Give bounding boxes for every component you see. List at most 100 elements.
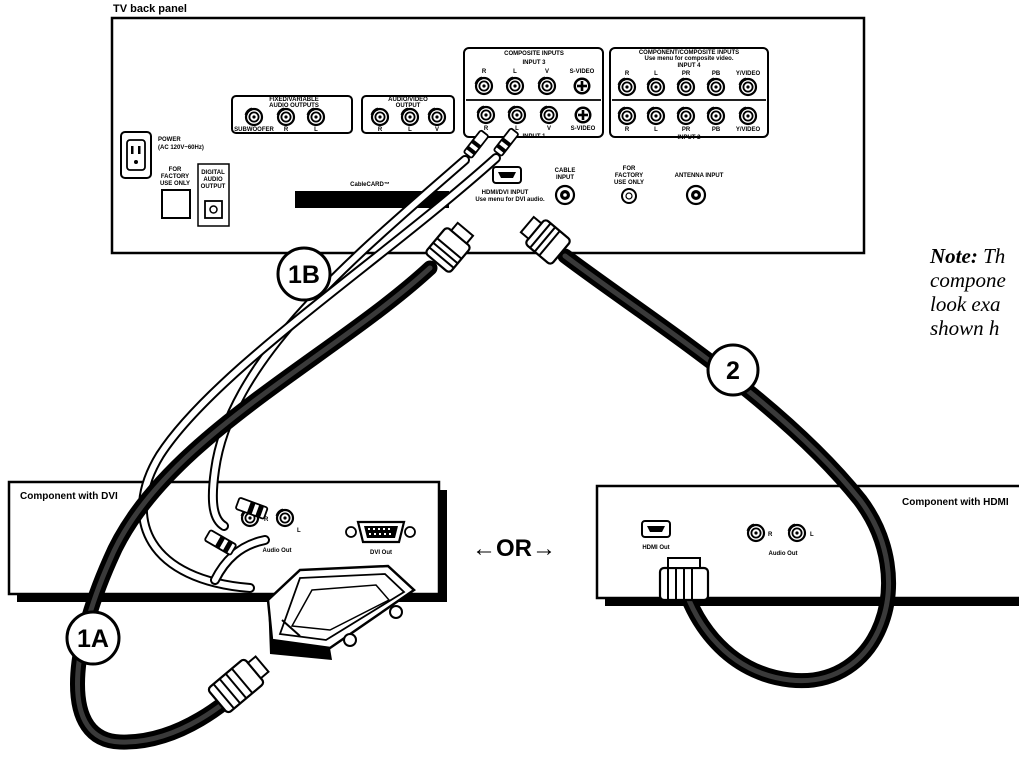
input1-title: INPUT 1: [522, 134, 546, 140]
input4-label-pr: PR: [682, 71, 691, 77]
input2-label-pr: PR: [682, 127, 691, 133]
input3-label-v: V: [545, 69, 549, 75]
input2-l-jack: [646, 106, 666, 126]
input3-label-l: L: [513, 69, 517, 75]
input1-v-jack: [539, 105, 559, 125]
input3-svideo-jack: [573, 77, 591, 95]
fixed-audio-line1: FIXED/VARIABLE: [269, 97, 319, 103]
callout-1a: 1A: [65, 610, 121, 666]
hdmi-dvi-label-2: Use menu for DVI audio.: [475, 197, 545, 203]
note-line-4: shown h: [930, 316, 1000, 340]
svg-text:1B: 1B: [288, 261, 320, 289]
hdmi-out-label: HDMI Out: [642, 545, 669, 551]
input1-l-jack: [507, 105, 527, 125]
note-line-2: compone: [930, 268, 1006, 292]
factory-port-2: [621, 188, 637, 204]
input3-r-jack: [474, 76, 494, 96]
factory2-line3: USE ONLY: [614, 180, 644, 186]
cablecard-label: CableCARD™: [350, 181, 390, 188]
fixed-label-r: R: [284, 127, 289, 133]
av-label-v: V: [435, 127, 439, 133]
tv-panel-title: TV back panel: [113, 3, 187, 15]
input2-pb-jack: [706, 106, 726, 126]
hdmi-to-dvi-adapter: [266, 564, 416, 660]
fixed-audio-line2: AUDIO OUTPUTS: [269, 103, 319, 109]
fixed-label-l: L: [314, 127, 318, 133]
input2-label-r: R: [625, 127, 630, 133]
input3-l-jack: [505, 76, 525, 96]
input4-y-jack: [738, 77, 758, 97]
input2-title: INPUT 2: [677, 135, 701, 141]
input4-label-pb: PB: [712, 71, 721, 77]
digital-audio-line3: OUTPUT: [201, 184, 226, 190]
hdmi-component-l-jack: [787, 523, 807, 543]
hdmi-plug-tv-1a: [425, 221, 475, 273]
note-line-1: Th: [983, 244, 1006, 268]
hdmi-component-r-jack: [746, 523, 766, 543]
av-output-line2: OUTPUT: [396, 103, 421, 109]
dvi-out-label: DVI Out: [370, 550, 392, 556]
input4-label-r: R: [625, 71, 630, 77]
input1-svideo-jack: [574, 106, 592, 124]
input2-label-y: Y/VIDEO: [736, 127, 761, 133]
hdmi-plug-1a-end: [207, 655, 270, 714]
subwoofer-jack: [244, 107, 264, 127]
factory1-line3: USE ONLY: [160, 181, 190, 187]
component-title: COMPONENT/COMPOSITE INPUTS: [639, 50, 739, 56]
rca-plug-component-r: [204, 529, 237, 556]
cable-input-jack: [554, 184, 576, 206]
av-label-l: L: [408, 127, 412, 133]
callout-1b: 1B: [276, 246, 332, 302]
input1-r-jack: [476, 105, 496, 125]
hdmi-component-l-label: L: [810, 532, 814, 538]
dvi-component-title: Component with DVI: [20, 491, 118, 502]
factory2-line1: FOR: [623, 166, 636, 172]
input4-pb-jack: [706, 77, 726, 97]
component-subtitle: Use menu for composite video.: [644, 56, 733, 62]
rca-plug-tv-l: [493, 127, 519, 157]
av-label-r: R: [378, 127, 383, 133]
cable-input-line1: CABLE: [555, 168, 576, 174]
input2-label-pb: PB: [712, 127, 721, 133]
input3-label-r: R: [482, 69, 487, 75]
audio-cable-1b: [138, 153, 501, 593]
hdmi-plug-tv-2: [519, 215, 571, 265]
digital-audio-line2: AUDIO: [203, 177, 223, 183]
input1-label-v: V: [547, 126, 551, 132]
optical-port: [204, 200, 223, 219]
input1-label-svideo: S-VIDEO: [571, 126, 596, 132]
hdmi-component-r-label: R: [768, 532, 773, 538]
fixed-label-sub: SUBWOOFER: [234, 127, 274, 133]
factory-port-1: [161, 189, 191, 219]
dvi-component-l-label: L: [297, 528, 301, 534]
av-v-jack: [427, 107, 447, 127]
svg-text:2: 2: [726, 357, 740, 385]
input3-label-svideo: S-VIDEO: [570, 69, 595, 75]
input2-pr-jack: [676, 106, 696, 126]
note-line-3: look exa: [930, 292, 1001, 316]
dvi-component-l-jack: [275, 508, 295, 528]
callout-2: 2: [706, 343, 760, 397]
digital-audio-line1: DIGITAL: [201, 170, 225, 176]
fixed-r-jack: [276, 107, 296, 127]
input3-v-jack: [537, 76, 557, 96]
svg-text:1A: 1A: [77, 625, 109, 653]
dvi-out-port: [345, 520, 416, 544]
power-sub-label: (AC 120V~60Hz): [158, 145, 204, 151]
rca-plug-tv-r: [463, 129, 489, 159]
rca-plug-component-l: [235, 497, 269, 520]
input2-label-l: L: [654, 127, 658, 133]
power-label: POWER: [158, 137, 181, 143]
input4-r-jack: [617, 77, 637, 97]
input4-l-jack: [646, 77, 666, 97]
fixed-l-jack: [306, 107, 326, 127]
input4-title: INPUT 4: [677, 63, 701, 69]
factory1-line2: FACTORY: [161, 174, 189, 180]
av-output-line1: AUDIO/VIDEO: [388, 97, 428, 103]
factory1-line1: FOR: [169, 167, 182, 173]
hdmi-cable-2: [557, 248, 897, 689]
dvi-component-r-label: R: [264, 517, 269, 523]
hdmi-plug-component-2: [658, 557, 710, 602]
input4-label-l: L: [654, 71, 658, 77]
av-l-jack: [400, 107, 420, 127]
